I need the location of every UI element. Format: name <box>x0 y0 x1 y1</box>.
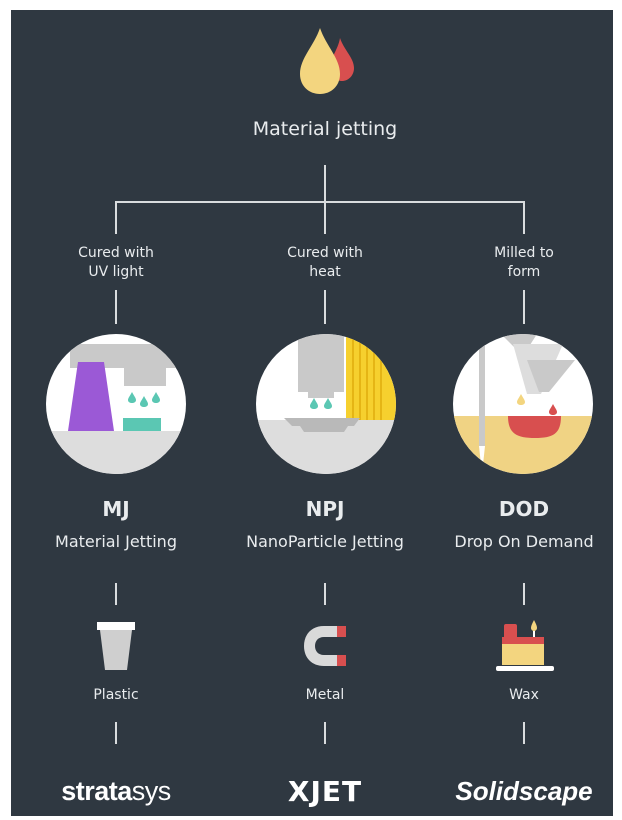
material-drops-icon <box>300 28 354 94</box>
connector-line <box>115 290 117 324</box>
material-label-plastic: Plastic <box>93 687 139 703</box>
nanoparticle-jetting-illustration <box>256 334 396 474</box>
connector-line <box>324 290 326 324</box>
branch-condition-line: Cured with <box>287 245 363 261</box>
connector-line <box>115 201 117 234</box>
method-name-dod: Drop On Demand <box>454 532 594 551</box>
branch-condition-line: heat <box>309 264 341 280</box>
magnet-icon <box>304 626 346 666</box>
connector-line <box>324 583 326 605</box>
drop-on-demand-illustration <box>453 334 593 474</box>
branch-condition-line: form <box>507 264 541 280</box>
connector-line <box>115 201 525 203</box>
method-name-npj: NanoParticle Jetting <box>246 532 404 551</box>
method-abbreviation-mj: MJ <box>102 497 130 521</box>
diagram-title: Material jetting <box>252 118 398 140</box>
connector-line <box>324 722 326 744</box>
connector-line <box>324 201 326 234</box>
method-abbreviation-npj: NPJ <box>305 497 345 521</box>
connector-line <box>324 165 326 202</box>
material-label-metal: Metal <box>305 687 345 703</box>
branch-condition-dod: Milled to form <box>494 244 554 282</box>
stratasys-logo: stratasys <box>61 776 171 807</box>
connector-line <box>115 583 117 605</box>
connector-line <box>523 583 525 605</box>
candle-cake-icon <box>496 620 554 671</box>
branch-condition-npj: Cured with heat <box>287 244 363 282</box>
connector-line <box>523 290 525 324</box>
method-name-mj: Material Jetting <box>55 532 177 551</box>
branch-condition-line: Milled to <box>494 245 554 261</box>
connector-line <box>523 722 525 744</box>
material-jetting-illustration <box>46 334 186 474</box>
xjet-logo: XJET <box>287 775 363 808</box>
solidscape-logo: Solidscape <box>455 776 593 806</box>
connector-line <box>523 201 525 234</box>
branch-condition-mj: Cured with UV light <box>78 244 154 282</box>
branch-condition-line: Cured with <box>78 245 154 261</box>
branch-condition-line: UV light <box>88 264 144 280</box>
method-abbreviation-dod: DOD <box>498 497 550 521</box>
material-label-wax: Wax <box>509 687 539 703</box>
logo-part: sys <box>131 776 172 806</box>
connector-line <box>115 722 117 744</box>
plastic-cup-icon <box>97 622 135 670</box>
logo-part: strata <box>61 776 132 806</box>
